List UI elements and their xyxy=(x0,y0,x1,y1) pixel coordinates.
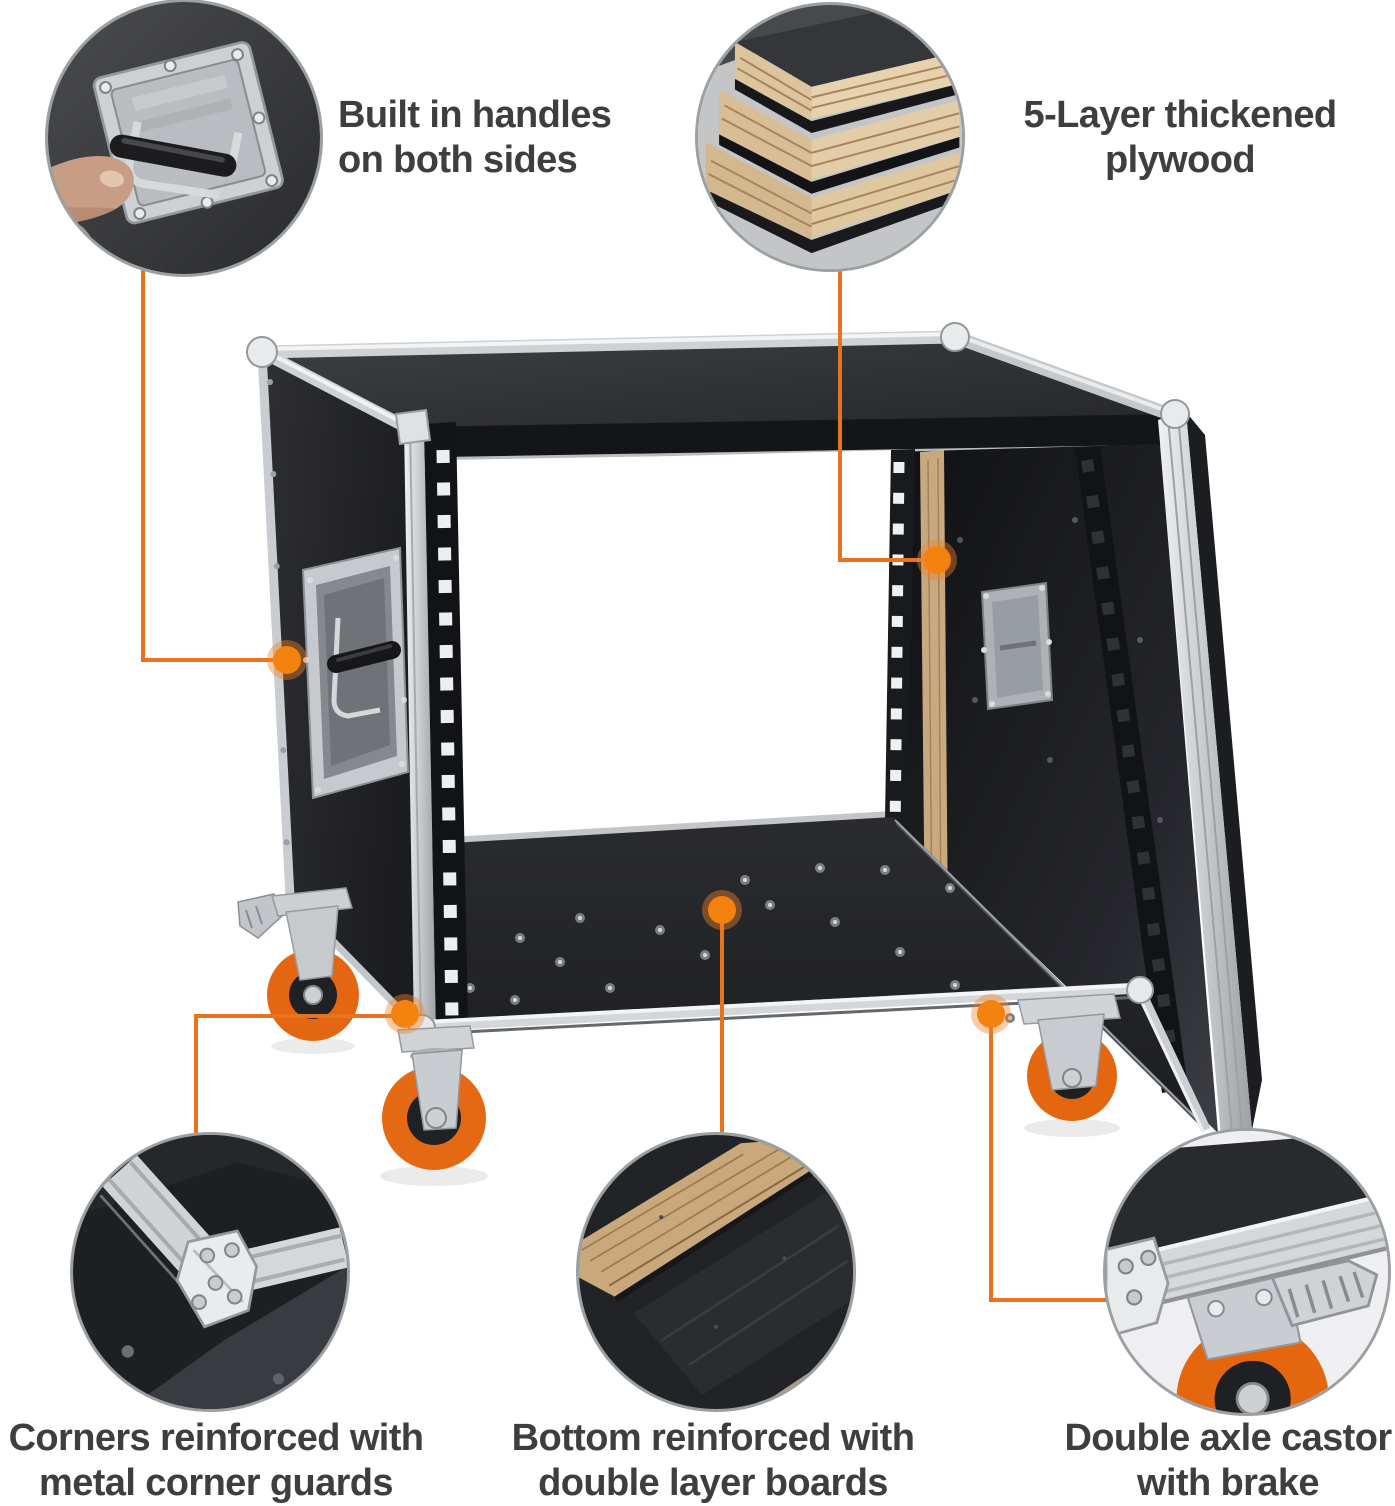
callout-label-corners: Corners reinforced with metal corner gua… xyxy=(0,1416,432,1506)
label-line-2: on both sides xyxy=(338,139,578,181)
label-line-2: metal corner guards xyxy=(39,1462,394,1504)
case-top-panel xyxy=(259,330,1178,461)
inset-photo-castor xyxy=(1103,1128,1391,1416)
label-line-1: Double axle castor xyxy=(1064,1417,1392,1459)
callout-line-plywood xyxy=(838,266,922,562)
spring-handle-icon xyxy=(48,2,320,274)
callout-dot-handles xyxy=(267,640,307,680)
double-board-icon xyxy=(579,1135,853,1409)
callout-label-bottom: Bottom reinforced with double layer boar… xyxy=(497,1416,929,1506)
label-line-2: with brake xyxy=(1137,1462,1320,1504)
case-right-handle-plate xyxy=(980,581,1054,711)
callout-lines xyxy=(141,266,1108,1302)
inset-photo-handles xyxy=(45,0,323,277)
callout-label-castor: Double axle castor with brake xyxy=(1052,1416,1395,1506)
case-side-handle xyxy=(301,546,410,800)
case-front-right-post xyxy=(1158,412,1262,1136)
label-line-2: plywood xyxy=(1105,139,1256,181)
caster-shadows xyxy=(271,1038,1120,1186)
label-line-1: Bottom reinforced with xyxy=(511,1417,915,1459)
label-line-1: Corners reinforced with xyxy=(8,1417,424,1459)
label-line-1: Built in handles xyxy=(338,94,612,136)
callout-line-castor xyxy=(989,1015,1108,1302)
plywood-layers-icon xyxy=(698,5,962,269)
callout-line-handles xyxy=(141,266,276,662)
label-line-2: double layer boards xyxy=(538,1462,888,1504)
caster-rear-right xyxy=(1017,993,1121,1121)
brake-castor-icon xyxy=(1106,1131,1388,1413)
inset-photo-corners xyxy=(70,1132,350,1412)
callout-dot-corners xyxy=(385,994,425,1034)
callout-line-corners xyxy=(194,1014,409,1138)
floor-screw-centers xyxy=(468,866,1067,1057)
rack-rail-front-right xyxy=(1075,447,1188,1093)
callout-label-plywood: 5-Layer thickened plywood xyxy=(1015,93,1345,183)
inset-photo-plywood xyxy=(695,2,965,272)
callout-dots xyxy=(267,540,1011,1034)
callout-dot-bottom xyxy=(702,890,742,930)
case-front-left-post xyxy=(394,408,468,1030)
case-floor xyxy=(418,817,1207,1130)
corner-guard-icon xyxy=(73,1135,347,1409)
callout-dot-plywood xyxy=(917,540,957,580)
inset-photo-bottom xyxy=(576,1132,856,1412)
callout-dot-castor xyxy=(971,994,1011,1034)
callout-label-handles: Built in handles on both sides xyxy=(338,93,612,183)
caster-front-left xyxy=(382,1025,486,1170)
label-line-1: 5-Layer thickened xyxy=(1023,94,1338,136)
open-back-gap xyxy=(417,450,893,843)
case-bottom-rim xyxy=(421,982,1211,1133)
